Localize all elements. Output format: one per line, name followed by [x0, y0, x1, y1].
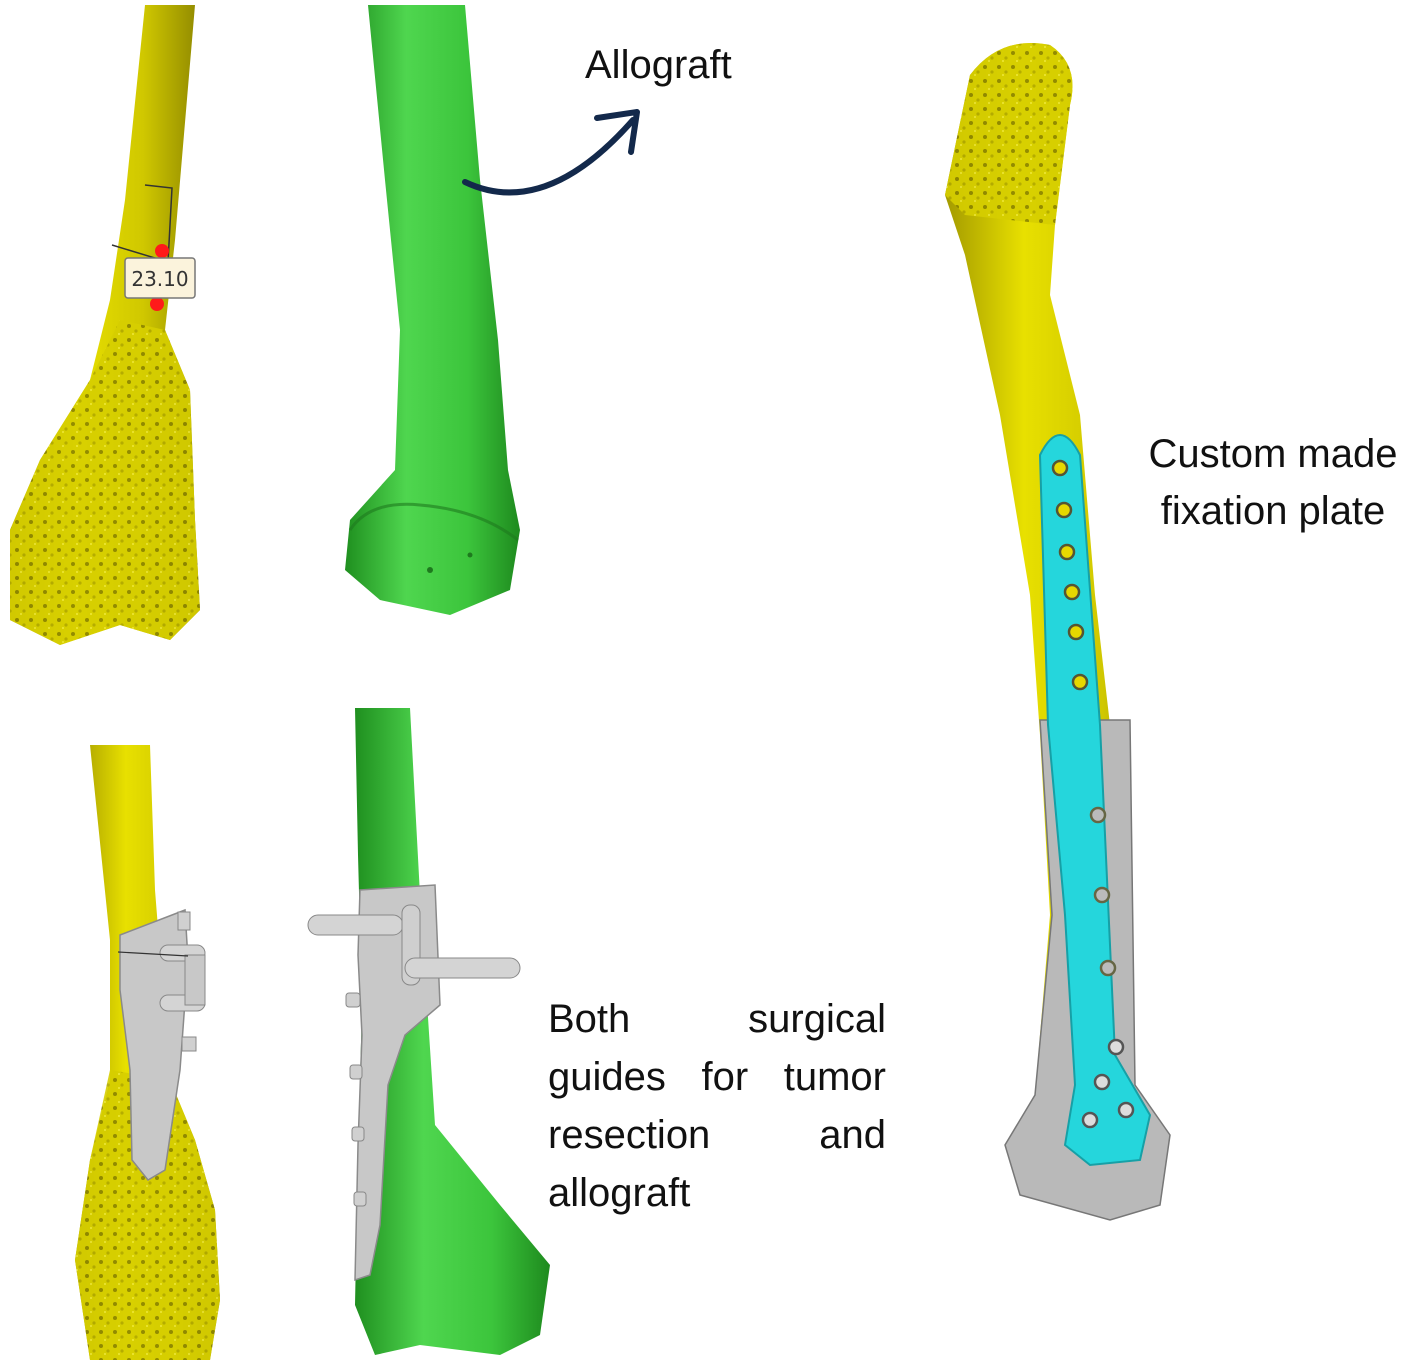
- measurement-marker-bottom: [150, 297, 164, 311]
- femur-with-fixation-plate: [940, 35, 1180, 1225]
- host-femur-model: 23.10: [0, 0, 260, 650]
- host-femur-with-guide: [70, 740, 230, 1365]
- allograft-guide-panel: [300, 705, 555, 1365]
- allograft-model: [330, 0, 530, 630]
- measurement-value: 23.10: [131, 267, 188, 291]
- measurement-marker-top: [155, 244, 169, 258]
- curved-arrow-icon: [455, 100, 655, 210]
- allograft-with-guide: [300, 705, 555, 1365]
- guides-label: Both surgical guides for tumor resection…: [548, 990, 886, 1222]
- allograft-panel: [330, 0, 530, 630]
- allograft-label: Allograft: [585, 36, 732, 94]
- allograft-arrow: [455, 100, 655, 210]
- host-guide-panel: [70, 740, 230, 1365]
- fixation-plate-label-line1: Custom made: [1128, 425, 1418, 483]
- fixation-plate-panel: [940, 35, 1180, 1225]
- fixation-plate-label-line2: fixation plate: [1128, 482, 1418, 540]
- femur-measurement-panel: 23.10: [0, 0, 260, 650]
